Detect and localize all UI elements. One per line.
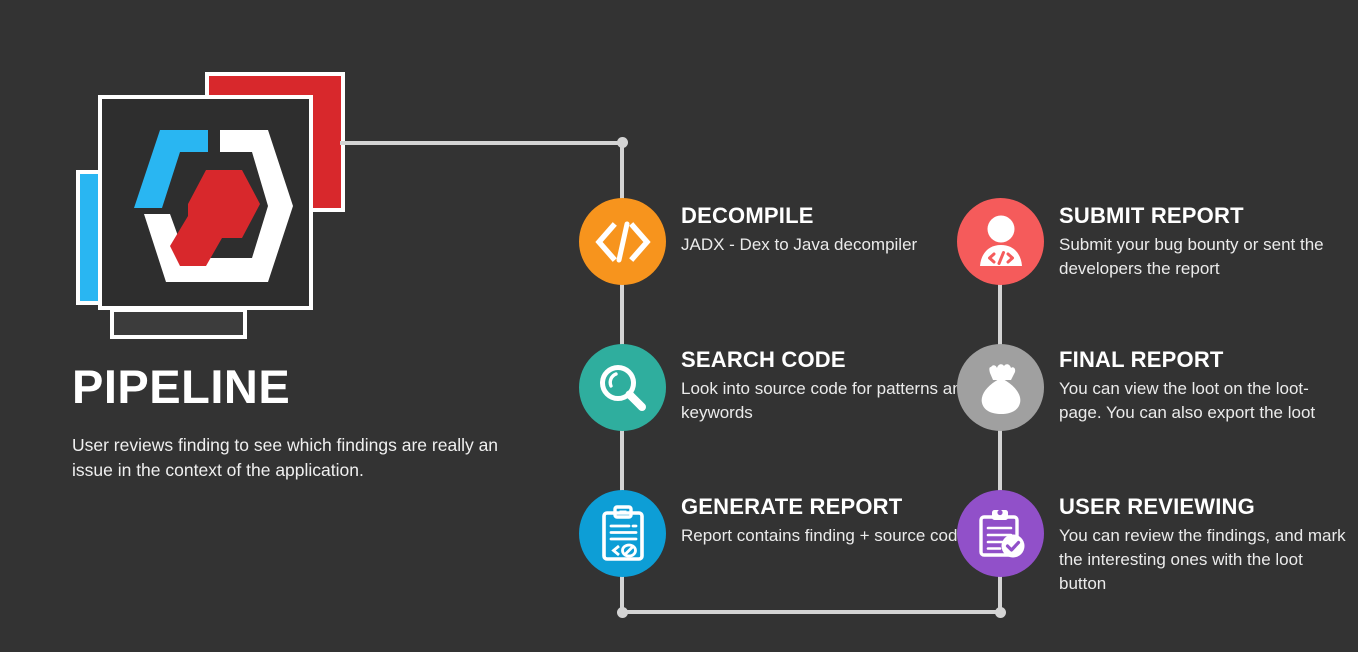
step-decompile-title: DECOMPILE (681, 203, 814, 228)
title-block: PIPELINE User reviews finding to see whi… (72, 362, 542, 483)
step-final-report-circle[interactable] (957, 344, 1044, 431)
step-generate-report-circle[interactable] (579, 490, 666, 577)
logo-card-gray (110, 308, 247, 339)
step-user-reviewing-description: You can review the findings, and mark th… (1059, 526, 1346, 594)
connector-left-v2 (620, 283, 624, 349)
connector-left-v4 (620, 575, 624, 614)
step-final-report-title: FINAL REPORT (1059, 347, 1224, 372)
step-user-reviewing-circle[interactable] (957, 490, 1044, 577)
connector-left-v3 (620, 429, 624, 495)
user-code-icon (979, 215, 1022, 266)
connector-bottom-horizontal (620, 610, 1002, 614)
page-description: User reviews finding to see which findin… (72, 435, 499, 481)
app-logo-icon (118, 122, 293, 292)
clipboard-check-icon (978, 509, 1024, 557)
step-generate-report-description: Report contains finding + source code (681, 526, 967, 545)
connector-dot-bottom-left (617, 607, 628, 618)
page-title: PIPELINE (72, 360, 291, 413)
step-user-reviewing-title: USER REVIEWING (1059, 494, 1255, 519)
step-decompile-circle[interactable] (579, 198, 666, 285)
step-submit-report-description: Submit your bug bounty or sent the devel… (1059, 235, 1324, 279)
logo-cluster (0, 0, 420, 360)
step-final-report-description: You can view the loot on the loot-page. … (1059, 379, 1316, 423)
step-generate-report-title: GENERATE REPORT (681, 494, 903, 519)
connector-left-v1 (620, 141, 624, 203)
step-submit-report-circle[interactable] (957, 198, 1044, 285)
code-brackets-icon (594, 221, 651, 262)
connector-right-v2 (998, 429, 1002, 495)
connector-right-v3 (998, 575, 1002, 613)
step-search-code-circle[interactable] (579, 344, 666, 431)
step-search-code-description: Look into source code for patterns and k… (681, 379, 972, 423)
step-search-code-title: SEARCH CODE (681, 347, 846, 372)
step-decompile-description: JADX - Dex to Java decompiler (681, 235, 918, 254)
connector-top-horizontal (340, 141, 624, 145)
step-submit-report-title: SUBMIT REPORT (1059, 203, 1244, 228)
clipboard-code-icon (601, 504, 644, 561)
connector-right-v1 (998, 283, 1002, 349)
magnifier-icon (599, 364, 646, 411)
loot-bag-icon (981, 363, 1020, 414)
